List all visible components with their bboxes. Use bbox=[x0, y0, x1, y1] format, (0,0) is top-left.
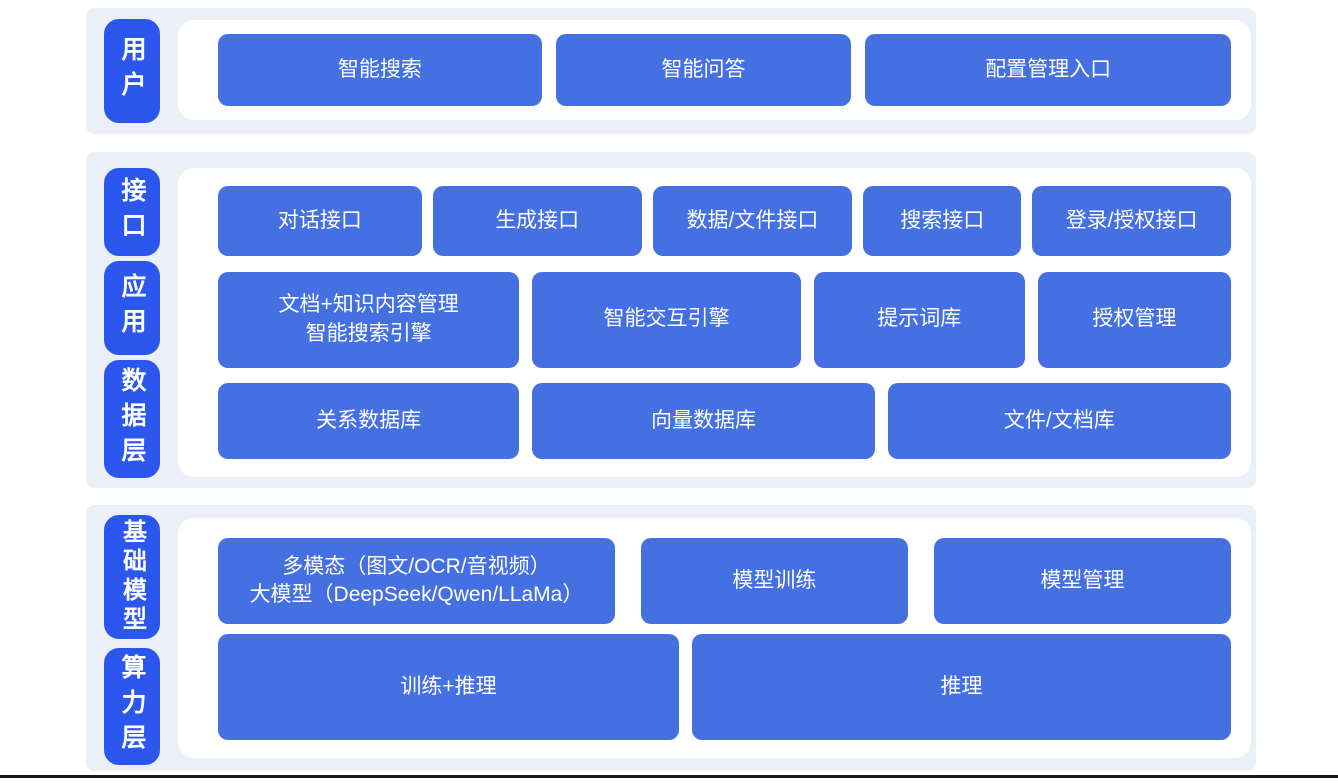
block-training-inference: 训练+推理 bbox=[218, 634, 680, 740]
layer-label-compute-text: 算力层 bbox=[118, 654, 146, 759]
block-inference: 推理 bbox=[692, 634, 1231, 740]
block-model-management: 模型管理 bbox=[933, 538, 1231, 624]
block-prompt-library: 提示词库 bbox=[813, 271, 1025, 368]
layer-label-application: 应用 bbox=[104, 261, 160, 355]
model-row: 多模态（图文/OCR/音视频） 大模型（DeepSeek/Qwen/LLaMa）… bbox=[218, 538, 1231, 624]
bottom-label-column: 基础模型 算力层 bbox=[86, 505, 178, 771]
layer-label-user-text: 用户 bbox=[118, 36, 146, 106]
layer-label-foundation-model: 基础模型 bbox=[104, 515, 160, 639]
layer-label-compute: 算力层 bbox=[104, 648, 160, 765]
section-foundation-model-compute: 基础模型 算力层 多模态（图文/OCR/音视频） 大模型（DeepSeek/Qw… bbox=[86, 505, 1256, 771]
block-model-training: 模型训练 bbox=[640, 538, 908, 624]
user-layer-panel: 智能搜索 智能问答 配置管理入口 bbox=[178, 20, 1251, 120]
block-interactive-engine: 智能交互引擎 bbox=[532, 271, 801, 368]
block-smart-qa: 智能问答 bbox=[555, 34, 852, 106]
block-generation-api: 生成接口 bbox=[432, 186, 642, 256]
block-login-auth-api: 登录/授权接口 bbox=[1032, 186, 1232, 256]
layer-label-application-text: 应用 bbox=[118, 273, 146, 343]
block-auth-management: 授权管理 bbox=[1037, 271, 1232, 368]
middle-panel: 对话接口 生成接口 数据/文件接口 搜索接口 登录/授权接口 文档+知识内容管理… bbox=[178, 168, 1251, 477]
block-relational-db: 关系数据库 bbox=[218, 383, 520, 459]
user-layer-row: 智能搜索 智能问答 配置管理入口 bbox=[218, 34, 1231, 106]
block-config-management-entry: 配置管理入口 bbox=[865, 34, 1231, 106]
interface-row: 对话接口 生成接口 数据/文件接口 搜索接口 登录/授权接口 bbox=[218, 186, 1232, 256]
middle-label-column: 接口 应用 数据层 bbox=[86, 152, 178, 488]
application-row: 文档+知识内容管理 智能搜索引擎 智能交互引擎 提示词库 授权管理 bbox=[218, 271, 1232, 368]
layer-label-foundation-model-text: 基础模型 bbox=[118, 519, 146, 635]
block-smart-search: 智能搜索 bbox=[218, 34, 542, 106]
layer-label-interface: 接口 bbox=[104, 168, 160, 256]
block-dialog-api: 对话接口 bbox=[218, 186, 422, 256]
layer-label-data: 数据层 bbox=[104, 360, 160, 478]
section-user-layer: 用户 智能搜索 智能问答 配置管理入口 bbox=[86, 8, 1256, 134]
data-row: 关系数据库 向量数据库 文件/文档库 bbox=[218, 383, 1231, 459]
bottom-panel: 多模态（图文/OCR/音视频） 大模型（DeepSeek/Qwen/LLaMa）… bbox=[178, 518, 1251, 758]
block-search-api: 搜索接口 bbox=[863, 186, 1022, 256]
block-data-file-api: 数据/文件接口 bbox=[652, 186, 853, 256]
layer-label-interface-text: 接口 bbox=[118, 177, 146, 247]
block-vector-db: 向量数据库 bbox=[532, 383, 875, 459]
block-multimodal-llm: 多模态（图文/OCR/音视频） 大模型（DeepSeek/Qwen/LLaMa） bbox=[218, 538, 615, 624]
layer-label-user: 用户 bbox=[104, 19, 160, 123]
user-layer-label-column: 用户 bbox=[86, 8, 178, 134]
bottom-border-line bbox=[0, 775, 1338, 778]
section-interface-application-data: 接口 应用 数据层 对话接口 生成接口 数据/文件接口 搜索接口 登录/授权接口… bbox=[86, 152, 1256, 488]
block-doc-knowledge-search-engine: 文档+知识内容管理 智能搜索引擎 bbox=[218, 271, 520, 368]
block-file-doc-db: 文件/文档库 bbox=[887, 383, 1231, 459]
compute-row: 训练+推理 推理 bbox=[218, 634, 1231, 740]
layer-label-data-text: 数据层 bbox=[118, 366, 146, 472]
